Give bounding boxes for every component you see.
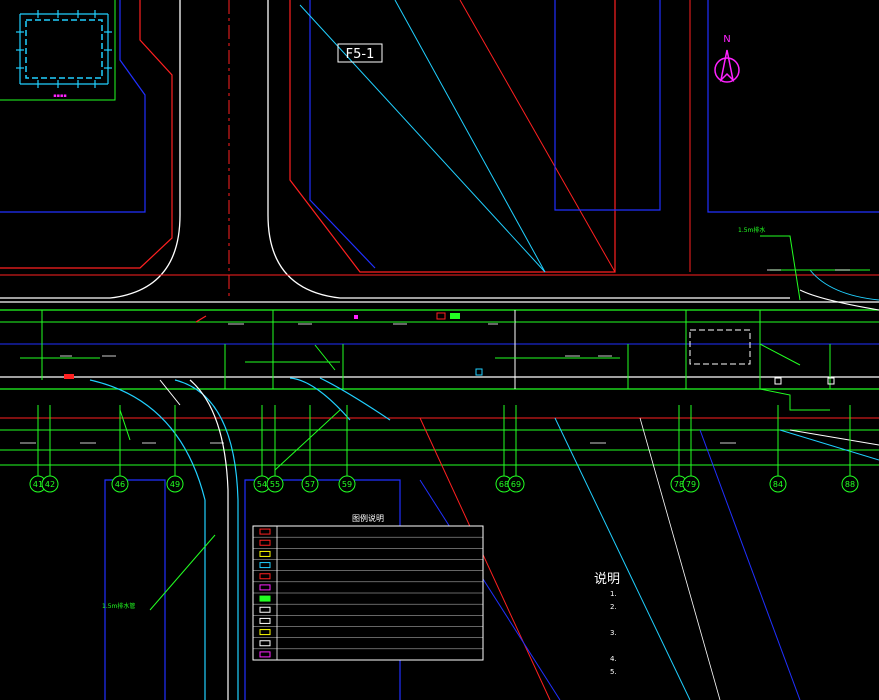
axis-marker: 42 (41, 405, 59, 493)
axis-marker-label: 84 (773, 480, 783, 489)
legend-symbol (259, 606, 271, 613)
axis-marker: 88 (841, 405, 859, 493)
dimension-marks (20, 269, 850, 444)
axis-marker: 68 (495, 405, 513, 493)
axis-marker: 46 (111, 405, 129, 493)
axis-marker-label: 79 (686, 480, 696, 489)
axis-marker-label: 68 (499, 480, 509, 489)
legend-symbol (259, 528, 271, 535)
axis-marker-label: 55 (270, 480, 280, 489)
axis-marker-label: 54 (257, 480, 267, 489)
note-item: 4. (610, 655, 617, 663)
legend-symbol (259, 629, 271, 636)
north-arrow: N (714, 34, 740, 83)
axis-marker: 49 (166, 405, 184, 493)
legend-symbol (259, 651, 271, 658)
axis-marker: 78 (670, 405, 688, 493)
legend-symbol (259, 562, 271, 569)
pipe-fittings (20, 310, 835, 411)
detail-inset: ▪▪▪▪ (0, 0, 116, 101)
annotation-drain: 1.5m排水 (738, 226, 765, 234)
sheet-label-text: F5-1 (346, 47, 375, 62)
svg-text:▪▪▪▪: ▪▪▪▪ (53, 93, 67, 99)
legend-table: 图例说明 (252, 513, 484, 661)
axis-marker-label: 57 (305, 480, 315, 489)
axis-marker-label: 88 (845, 480, 855, 489)
axis-marker-label: 78 (674, 480, 684, 489)
block-boundaries-right (289, 0, 879, 273)
annotation-drain-pipe: 1.5m排水管 (102, 602, 135, 610)
north-label: N (723, 34, 730, 45)
note-item: 1. (610, 590, 617, 598)
axis-marker: 55 (266, 405, 284, 493)
legend-symbol (259, 617, 271, 624)
note-item: 2. (610, 603, 617, 611)
axis-marker-label: 42 (45, 480, 55, 489)
legend-symbol (259, 573, 271, 580)
legend-symbol (259, 539, 271, 546)
axis-marker: 54 (253, 405, 271, 493)
legend-symbol (259, 640, 271, 647)
intersection-curves (89, 377, 391, 700)
pipe-symbols (64, 312, 483, 379)
legend-symbol (259, 584, 271, 591)
notes-heading: 说明 (594, 572, 620, 587)
axis-marker: 79 (682, 405, 700, 493)
block-boundaries-left (0, 0, 173, 269)
axis-marker: 59 (338, 405, 356, 493)
sheet-label: F5-1 (337, 43, 383, 63)
right-detail-lines (760, 235, 879, 461)
axis-marker-label: 49 (170, 480, 180, 489)
legend-symbol (259, 595, 271, 602)
road-edges (0, 0, 879, 303)
legend-symbol (259, 550, 271, 557)
axis-marker-label: 69 (511, 480, 521, 489)
axis-marker-label: 59 (342, 480, 352, 489)
main-road-band (0, 274, 879, 466)
note-item: 3. (610, 629, 617, 637)
axis-marker-label: 41 (33, 480, 43, 489)
legend-title: 图例说明 (352, 513, 384, 523)
notes-block: 说明 1. 2. 3. 4. 5. (594, 572, 620, 676)
block-boundaries-lower (104, 417, 801, 700)
note-item: 5. (610, 668, 617, 676)
axis-marker: 84 (769, 405, 787, 493)
leader-lines (119, 344, 341, 611)
axis-marker-label: 46 (115, 480, 125, 489)
axis-marker: 69 (507, 405, 525, 493)
axis-marker: 57 (301, 405, 319, 493)
